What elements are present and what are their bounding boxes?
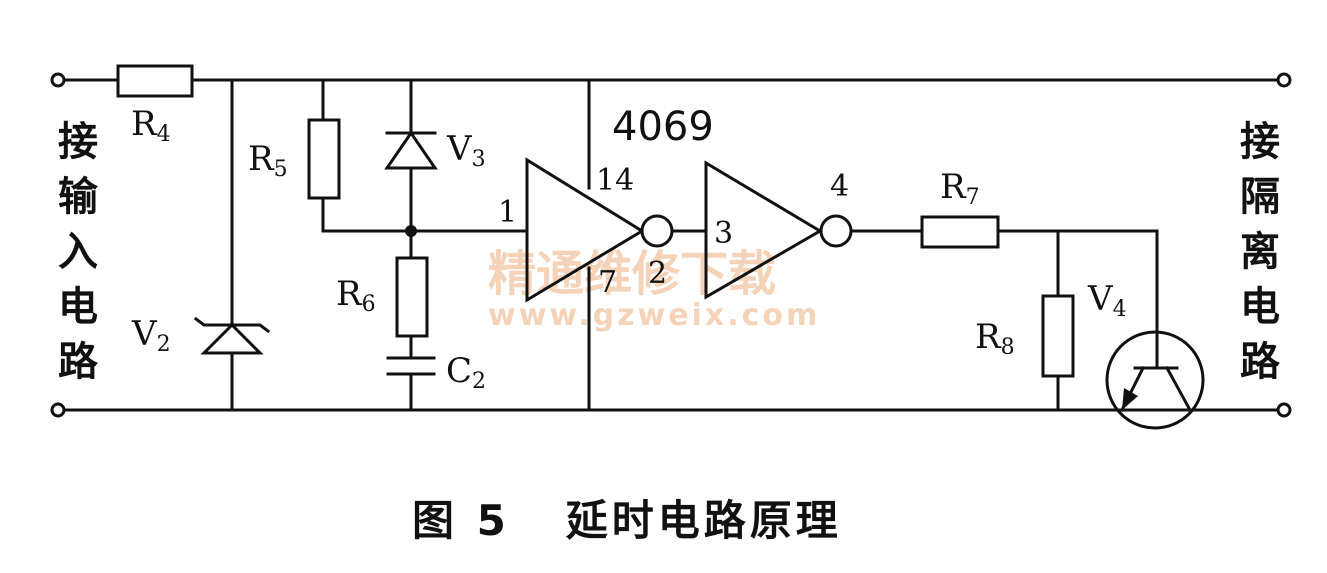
label-r5: R5 — [248, 139, 288, 182]
terminal-in-top — [50, 72, 66, 88]
resistor-r5 — [307, 118, 341, 200]
svg-text:电: 电 — [1240, 284, 1280, 330]
pin-1: 1 — [498, 195, 517, 230]
label-input-circuit: 接 输 入 电 路 — [58, 119, 99, 385]
svg-text:接: 接 — [58, 119, 98, 165]
transistor-v4-arrow — [1122, 388, 1138, 410]
svg-text:电: 电 — [58, 284, 98, 330]
watermark-url: www.gzweix.com — [488, 298, 820, 333]
transistor-v4-body — [1105, 330, 1205, 430]
label-v3: V3 — [446, 129, 486, 172]
transistor-v4-collector — [1164, 365, 1193, 413]
svg-text:隔: 隔 — [1240, 174, 1280, 220]
label-isolation-circuit: 接 隔 离 电 路 — [1240, 119, 1281, 385]
pin-3: 3 — [714, 216, 733, 251]
label-r6: R6 — [336, 274, 376, 317]
watermark-cn: 精通维修下载 — [488, 246, 776, 302]
resistor-r4 — [116, 64, 194, 98]
svg-text:接: 接 — [1240, 119, 1280, 165]
svg-text:路: 路 — [58, 339, 99, 385]
resistor-r7 — [920, 215, 1000, 249]
figure-caption: 图 5 延时电路原理 — [412, 496, 842, 545]
inverter-bubble-2 — [819, 214, 853, 248]
junction-dot — [405, 225, 417, 237]
resistor-r8 — [1041, 294, 1075, 378]
pin-14: 14 — [596, 163, 634, 198]
terminal-out-top — [1276, 72, 1292, 88]
zener-bar-v2 — [193, 316, 271, 334]
terminal-out-bottom — [1276, 402, 1292, 418]
label-r8: R8 — [975, 317, 1015, 360]
zener-diode-v2 — [200, 322, 264, 355]
pin-2: 2 — [648, 256, 667, 291]
diode-v3 — [384, 130, 438, 170]
label-v2: V2 — [131, 314, 171, 357]
svg-text:入: 入 — [58, 229, 98, 275]
label-r4: R4 — [131, 104, 171, 147]
terminal-in-bottom — [50, 402, 66, 418]
label-c2: C2 — [446, 351, 486, 394]
svg-text:路: 路 — [1240, 339, 1281, 385]
pin-7: 7 — [598, 265, 617, 300]
inverter-gate-2 — [704, 160, 823, 300]
label-v4: V4 — [1087, 279, 1127, 322]
pin-4: 4 — [830, 169, 849, 204]
inverter-bubble-1 — [640, 214, 674, 248]
label-r7: R7 — [940, 167, 980, 210]
svg-text:离: 离 — [1240, 229, 1280, 275]
resistor-r6 — [395, 256, 429, 338]
label-ic: 4069 — [612, 104, 714, 150]
inverter-gate-1 — [525, 157, 645, 303]
svg-text:输: 输 — [58, 174, 99, 220]
